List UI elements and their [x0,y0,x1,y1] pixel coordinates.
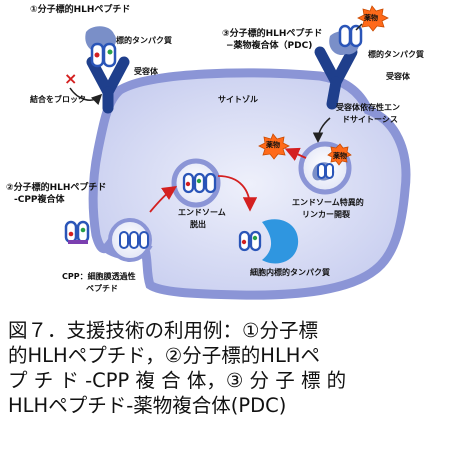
pdc-peptide-right [338,24,363,48]
label-drug-vesicle: 薬物 [333,152,347,160]
caption-line-4: HLHペプチド-薬物複合体(PDC) [8,394,287,417]
cpp-complex-outside [64,220,90,244]
receptor-left [86,56,130,114]
label-left-mid-title-1: ②分子標的HLHペプチド [6,183,107,193]
label-top-right-title-2: −薬物複合体（PDC) [226,41,313,51]
internalization-arrow [149,186,177,213]
block-cross-icon: × [64,69,77,88]
endosome-right-contents [312,162,335,181]
endosome-escape-arrow [217,175,258,212]
label-top-right-title-1: ③分子標的HLHペプチド [222,29,323,39]
label-receptor-right: 受容体 [386,72,410,81]
drug-burst-top [357,5,389,32]
bound-peptide-intracellular [238,230,262,252]
cell-membrane [88,68,411,300]
caption-line-1: 図７．支援技術の利用例：①分子標 [8,319,318,342]
label-drug-top: 薬物 [364,14,378,22]
label-left-mid-title-2: -CPP複合体 [14,195,65,205]
label-cpp-2: ペプチド [86,284,118,293]
label-linker-2: リンカー開裂 [302,210,350,219]
hlh-peptide-left [90,42,117,68]
caption-line-2: 的HLHペプチド，②分子標的HLHペ [8,344,320,367]
figure-caption: 図７．支援技術の利用例：①分子標 的HLHペプチド，②分子標的HLHペ プ チ … [8,318,444,418]
label-top-left-title: ①分子標的HLHペプチド [30,5,131,15]
label-cpp-1: CPP：細胞膜透過性 [62,272,136,281]
label-receptor-left: 受容体 [134,67,158,76]
caption-line-3: プ チ ド -CPP 複 合 体，③ 分 子 標 的 [8,369,347,392]
intracellular-target-protein [262,219,299,264]
label-linker-1: エンドソーム特異的 [292,198,364,207]
cpp-complex-entering [119,231,149,249]
label-endosome-escape-1: エンドソーム [178,208,226,217]
drug-burst-left [258,133,290,160]
label-target-protein-left: 標的タンパク質 [116,36,172,45]
diagram-figure: × [64,5,411,300]
label-drug-left: 薬物 [266,141,280,149]
label-binding-block: 結合をブロック [30,95,86,104]
drug-release-arrow [284,147,307,161]
label-target-protein-right: 標的タンパク質 [368,50,424,59]
receptor-right [314,46,358,110]
endosome-center-contents [182,172,217,194]
label-endosome-escape-2: 脱出 [190,220,206,229]
label-intracellular-target: 細胞内標的タンパク質 [250,268,330,277]
label-endocytosis-1: 受容体依存性エン [336,103,400,112]
block-arrow [69,87,103,106]
drug-burst-vesicle [327,143,352,166]
label-endocytosis-2: ドサイトーシス [342,115,398,124]
label-cytosol: サイトゾル [218,95,258,104]
endocytosis-arrow [312,117,331,143]
